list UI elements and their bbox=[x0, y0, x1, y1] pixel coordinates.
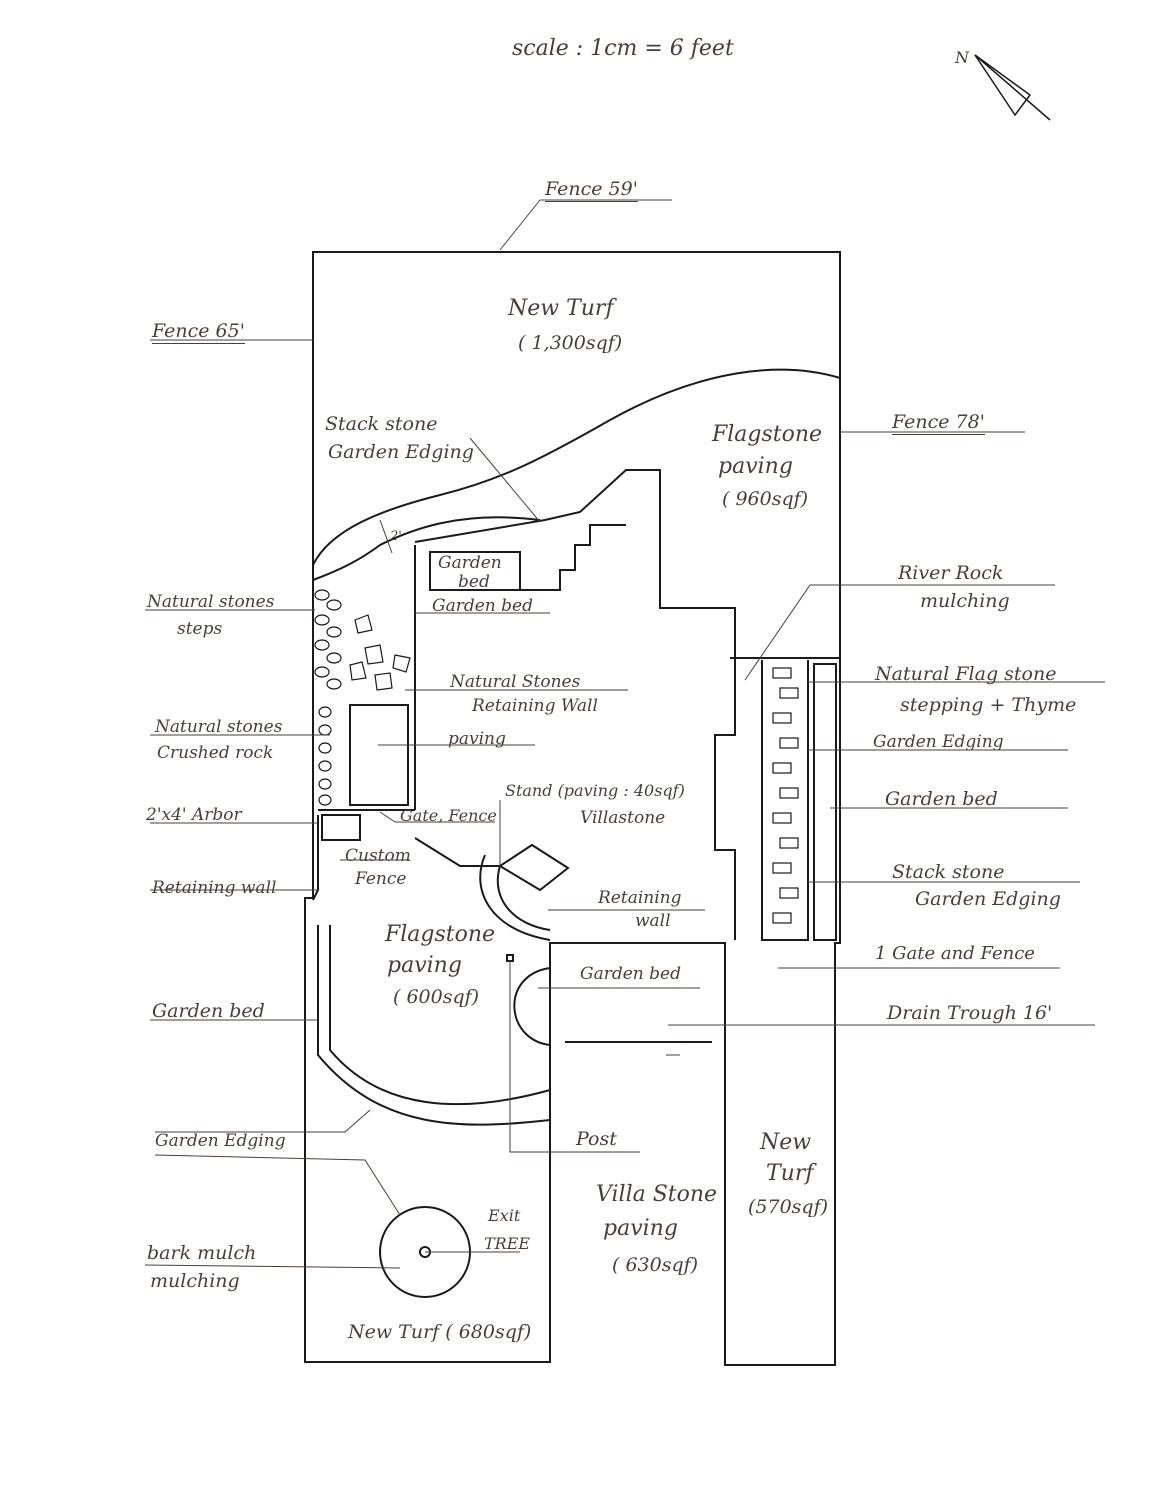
retaining-wall-mid-label: Retaining bbox=[598, 888, 682, 908]
arbor-label: 2'x4' Arbor bbox=[146, 805, 242, 825]
garden-bed-box-label-2: bed bbox=[458, 572, 490, 592]
steps bbox=[520, 524, 626, 591]
retaining-wall-mid-label-2: wall bbox=[635, 911, 671, 931]
arbor bbox=[321, 814, 361, 841]
post-label: Post bbox=[576, 1128, 617, 1150]
fence-left-label: Fence 65' bbox=[152, 320, 245, 344]
stack-stone-right-label: Stack stone bbox=[892, 861, 1005, 883]
drain-trough-label: Drain Trough 16' bbox=[887, 1002, 1053, 1024]
natural-flagstone-label: Natural Flag stone bbox=[875, 663, 1057, 685]
natural-steps-stones bbox=[314, 589, 411, 691]
garden-bed-mid-label: Garden bed bbox=[580, 964, 681, 984]
gate-fence-label: Gate, Fence bbox=[400, 806, 497, 825]
stand-label: Stand (paving : 40sqf) bbox=[505, 781, 685, 800]
flagstone-mid-area: ( 600sqf) bbox=[393, 986, 480, 1008]
edging-width-label: 2' bbox=[390, 529, 402, 544]
flagstone-stepping-stones bbox=[772, 667, 799, 924]
stack-stone-label-2: Garden Edging bbox=[328, 441, 474, 463]
river-rock-label: River Rock bbox=[898, 562, 1004, 584]
stack-stone-label: Stack stone bbox=[325, 413, 438, 435]
villastone-label: Villastone bbox=[580, 808, 666, 828]
stones-group bbox=[314, 589, 799, 924]
exit-tree-label-2: TREE bbox=[484, 1234, 531, 1253]
flagstone-top-label-2: paving bbox=[718, 454, 793, 479]
flagstone-mid-label: Flagstone bbox=[385, 922, 496, 947]
flagstone-patio-edge bbox=[329, 925, 551, 1106]
flagstone-top-area: ( 960sqf) bbox=[722, 488, 809, 510]
villa-stone-label: Villa Stone bbox=[596, 1182, 718, 1207]
garden-bed-left-label: Garden bed bbox=[152, 1000, 265, 1022]
garden-bed-box-label: Garden bbox=[438, 553, 502, 573]
angled-patio bbox=[414, 837, 500, 867]
natural-stones-wall-label-2: Retaining Wall bbox=[472, 696, 598, 716]
stand-paving bbox=[498, 843, 570, 892]
crushed-rock-stones bbox=[318, 706, 332, 806]
new-turf-top-label: New Turf bbox=[508, 296, 614, 321]
fence-right-label: Fence 78' bbox=[892, 411, 985, 435]
flagstone-patio-edge-outer bbox=[317, 925, 551, 1126]
fence-top-label: Fence 59' bbox=[545, 178, 638, 202]
gate-and-fence-label: 1 Gate and Fence bbox=[875, 943, 1035, 964]
north-label: N bbox=[955, 48, 969, 67]
river-rock-label-2: mulching bbox=[920, 590, 1010, 612]
scale-note: scale : 1cm = 6 feet bbox=[512, 36, 734, 61]
north-arrow-icon bbox=[974, 54, 1051, 121]
villa-stone-area: ( 630sqf) bbox=[612, 1254, 699, 1276]
paving-box bbox=[349, 704, 409, 806]
garden-bed-right-label: Garden bed bbox=[885, 788, 998, 810]
new-turf-right-area: (570sqf) bbox=[748, 1196, 829, 1218]
garden-edging-left-label: Garden Edging bbox=[155, 1131, 286, 1151]
new-turf-right-label: New bbox=[760, 1130, 812, 1155]
retaining-wall-arc bbox=[479, 854, 551, 941]
new-turf-right-label-2: Turf bbox=[766, 1161, 814, 1186]
garden-bed-half-circle bbox=[513, 967, 551, 1046]
turf-edge-curve bbox=[312, 368, 841, 566]
main-patio-upper bbox=[660, 607, 736, 940]
custom-fence-label: Custom bbox=[345, 846, 411, 866]
natural-stones-label: Natural stones bbox=[155, 717, 283, 737]
stack-stone-right-label-2: Garden Edging bbox=[915, 888, 1061, 910]
leader-lines bbox=[144, 199, 1105, 1269]
garden-edging-right-label: Garden Edging bbox=[873, 732, 1004, 752]
right-bed bbox=[813, 663, 837, 941]
flagstone-top-label: Flagstone bbox=[712, 422, 823, 447]
villa-stone-label-2: paving bbox=[603, 1216, 678, 1241]
right-strip-inner bbox=[761, 660, 809, 941]
crushed-rock-label: Crushed rock bbox=[157, 743, 274, 763]
natural-steps-label: Natural stones bbox=[147, 592, 275, 612]
natural-flagstone-label-2: stepping + Thyme bbox=[900, 694, 1077, 716]
custom-fence-label-2: Fence bbox=[355, 869, 407, 889]
natural-stones-wall-label: Natural Stones bbox=[450, 672, 581, 692]
retaining-wall-arc-2 bbox=[496, 865, 551, 931]
retaining-wall-left-label: Retaining wall bbox=[152, 878, 277, 898]
new-turf-bottom-label: New Turf ( 680sqf) bbox=[348, 1321, 532, 1343]
bark-mulch-label: bark mulch bbox=[147, 1242, 257, 1264]
new-turf-top-area: ( 1,300sqf) bbox=[518, 332, 623, 354]
property-boundary bbox=[304, 251, 841, 1366]
flagstone-mid-label-2: paving bbox=[387, 953, 462, 978]
natural-steps-label-2: steps bbox=[177, 619, 223, 639]
exit-tree-label: Exit bbox=[488, 1206, 521, 1225]
paving-label: paving bbox=[448, 729, 506, 749]
mulching-label: mulching bbox=[150, 1270, 240, 1292]
garden-bed-upper-label: Garden bed bbox=[432, 596, 533, 616]
